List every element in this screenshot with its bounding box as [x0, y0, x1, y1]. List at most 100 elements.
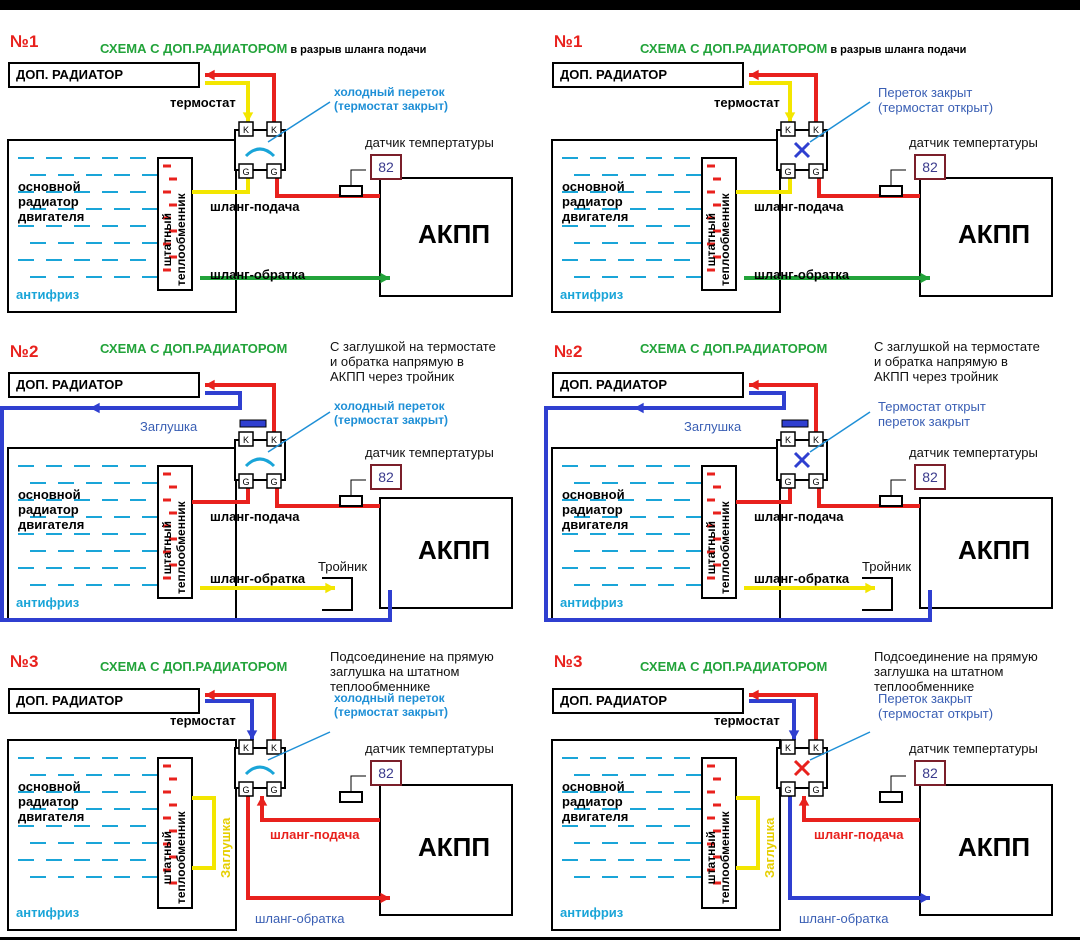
closed-flow-cross — [793, 451, 811, 469]
thermostat-port-label: G — [784, 477, 791, 487]
thermostat-port — [780, 739, 796, 755]
main-radiator-box — [551, 739, 781, 931]
pipe-to-heat-exchanger — [192, 178, 250, 194]
thermostat-port-label: G — [270, 785, 277, 795]
sensor-wire — [350, 169, 366, 186]
gearbox-label: АКПП — [958, 832, 1031, 862]
temp-sensor-label: датчик темпертатуры — [365, 135, 494, 150]
thermostat-plug — [239, 419, 267, 428]
thermostat-port — [238, 781, 254, 797]
thermostat-label: термостат — [170, 713, 236, 728]
cold-pipe-from-radiator-arrowhead — [242, 112, 254, 122]
flow-callout-text: холодный переток(термостат закрыт) — [334, 691, 448, 719]
temp-sensor-readout: 82 — [914, 760, 946, 786]
return-hose-label: шланг-обратка — [799, 911, 889, 926]
hot-pipe-to-radiator — [749, 693, 818, 740]
extra-radiator-box: ДОП. РАДИАТОР — [552, 62, 744, 88]
heat-exchanger-bypass — [192, 796, 216, 870]
scheme-title-suffix: в разрыв шланга подачи — [287, 44, 427, 56]
scheme-number: №3 — [10, 652, 39, 671]
thermostat-port-label: K — [243, 743, 249, 753]
thermostat-label: термостат — [714, 713, 780, 728]
thermostat-port — [238, 121, 254, 137]
cold-flow-arc — [244, 147, 276, 158]
extra-radiator-box: ДОП. РАДИАТОР — [8, 62, 200, 88]
tee-label: Тройник — [862, 559, 912, 574]
thermostat-port-label: K — [785, 435, 791, 445]
supply-pipe — [817, 488, 920, 508]
supply-pipe — [275, 178, 380, 198]
temp-sensor-label: датчик темпертатуры — [909, 741, 1038, 756]
return-pipe-from-radiator — [749, 699, 796, 740]
scheme-number: №2 — [554, 342, 583, 361]
scheme-title-main: СХЕМА С ДОП.РАДИАТОРОМ — [100, 41, 288, 56]
scheme-number: №1 — [10, 32, 39, 51]
scheme-title-main: СХЕМА С ДОП.РАДИАТОРОМ — [100, 659, 288, 674]
antifreeze-label: антифриз — [560, 905, 624, 920]
scheme-title-main: СХЕМА С ДОП.РАДИАТОРОМ — [640, 341, 828, 356]
extra-radiator-box: ДОП. РАДИАТОР — [8, 372, 200, 398]
return-hose-pipe-arrowhead — [865, 582, 875, 594]
thermostat-port — [266, 739, 282, 755]
cold-pipe-from-radiator — [749, 81, 792, 122]
supply-hose-label: шланг-подача — [270, 827, 360, 842]
return-hose-label: шланг-обратка — [210, 571, 306, 586]
thermostat-port-label: G — [812, 167, 819, 177]
main-radiator-box — [7, 739, 237, 931]
extra-radiator-box: ДОП. РАДИАТОР — [552, 688, 744, 714]
thermostat-port-label: K — [813, 435, 819, 445]
heat-exchanger-box — [701, 757, 737, 909]
sensor-body — [879, 185, 903, 197]
temp-sensor-label: датчик темпертатуры — [909, 445, 1038, 460]
pipe-to-heat-exchanger — [736, 178, 792, 194]
heat-exchanger-plug-label: Заглушка — [762, 817, 777, 878]
sensor-wire — [350, 775, 366, 792]
sensor-body — [339, 185, 363, 197]
temp-sensor-readout: 82 — [914, 464, 946, 490]
thermostat-port-label: G — [812, 785, 819, 795]
supply-hose-label: шланг-подача — [814, 827, 904, 842]
bypass-return-pipe — [544, 391, 932, 622]
sensor-body — [339, 791, 363, 803]
heat-exchanger-plug-label: Заглушка — [218, 817, 233, 878]
supply-pipe — [275, 488, 380, 508]
return-hose-label: шланг-обратка — [754, 571, 850, 586]
temp-sensor-label: датчик темпертатуры — [365, 445, 494, 460]
supply-pipe-arrowhead — [798, 796, 810, 806]
antifreeze-label: антифриз — [16, 905, 80, 920]
flow-callout-text: Переток закрыт(термостат открыт) — [878, 691, 994, 721]
scheme-title: СХЕМА С ДОП.РАДИАТОРОМ — [100, 659, 288, 675]
thermostat-port — [238, 431, 254, 447]
scheme-title-main: СХЕМА С ДОП.РАДИАТОРОМ — [640, 41, 828, 56]
thermostat-plug — [781, 419, 809, 428]
return-pipe-from-radiator — [205, 699, 254, 740]
thermostat-label: термостат — [714, 95, 780, 110]
thermostat-port — [808, 473, 824, 489]
supply-pipe-arrowhead — [256, 796, 268, 806]
thermostat-port-label: K — [813, 743, 819, 753]
antifreeze-label: антифриз — [560, 595, 624, 610]
flow-callout-line — [267, 101, 331, 143]
hot-pipe-to-radiator-arrowhead — [205, 379, 215, 391]
flow-callout-text: Переток закрыт(термостат открыт) — [878, 85, 994, 115]
thermostat-port-label: G — [242, 785, 249, 795]
tee-fitting — [322, 577, 353, 611]
thermostat-port — [266, 431, 282, 447]
tee-label: Тройник — [318, 559, 368, 574]
gearbox-label: АКПП — [418, 535, 491, 565]
flow-callout-line — [809, 411, 871, 453]
scheme-title: СХЕМА С ДОП.РАДИАТОРОМ — [640, 341, 828, 357]
gearbox-label: АКПП — [958, 219, 1031, 249]
hot-pipe-to-radiator-arrowhead — [749, 689, 759, 701]
thermostat-port-label: G — [812, 477, 819, 487]
sensor-body — [879, 791, 903, 803]
gearbox-label: АКПП — [958, 535, 1031, 565]
